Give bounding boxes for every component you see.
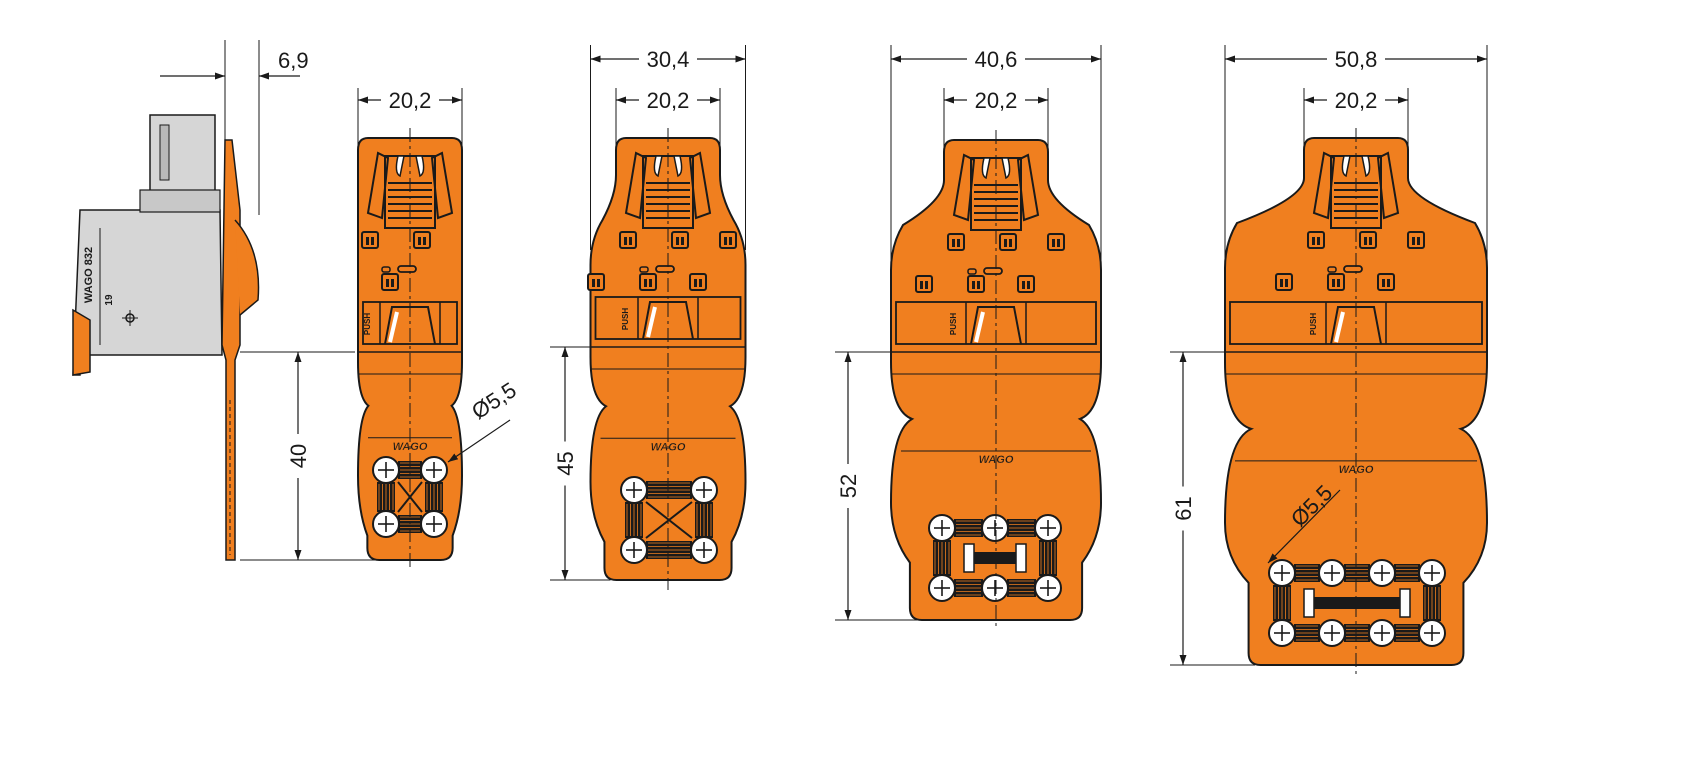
plate-2-height-dim-text: 45 bbox=[553, 451, 578, 475]
svg-text:PUSH: PUSH bbox=[621, 308, 630, 330]
screw-hole bbox=[420, 456, 448, 484]
svg-text:WAGO: WAGO bbox=[1339, 464, 1374, 476]
screw-hole bbox=[420, 510, 448, 538]
screw-hole bbox=[1034, 514, 1062, 542]
dim-offset-label: 6,9 bbox=[278, 48, 309, 73]
plate-2-total-dim: 30,4 bbox=[590, 45, 746, 73]
plate-1-hole-dim-text: Ø5,5 bbox=[467, 377, 521, 424]
svg-text:PUSH: PUSH bbox=[1309, 313, 1318, 335]
plate-4: PUSH WAGO bbox=[1223, 128, 1489, 675]
plate-3-width-dim: 20,2 bbox=[944, 86, 1048, 114]
screw-hole bbox=[1268, 559, 1296, 587]
housing-label: WAGO 832 bbox=[83, 247, 95, 303]
plate-1-width-dim-text: 20,2 bbox=[389, 88, 432, 113]
plate-4-height-dim: 61 bbox=[1169, 352, 1197, 665]
dim-height-label: 40 bbox=[286, 444, 311, 468]
plate-2-width-dim: 20,2 bbox=[616, 86, 720, 114]
plate-4-height-dim-text: 61 bbox=[1171, 496, 1196, 520]
plate-4-width-dim-text: 20,2 bbox=[1335, 88, 1378, 113]
screw-hole bbox=[690, 476, 718, 504]
screw-hole bbox=[928, 574, 956, 602]
screw-hole bbox=[1418, 559, 1446, 587]
housing-side bbox=[72, 209, 223, 376]
screw-hole bbox=[372, 456, 400, 484]
plate-4-total-dim-text: 50,8 bbox=[1335, 47, 1378, 72]
plate-2-total-dim-text: 30,4 bbox=[647, 47, 690, 72]
screw-hole bbox=[372, 510, 400, 538]
screw-hole bbox=[1268, 619, 1296, 647]
side-view: WAGO 832 19 6,9 40 bbox=[72, 40, 405, 561]
svg-text:PUSH: PUSH bbox=[363, 313, 372, 335]
plate-3-height-dim: 52 bbox=[834, 352, 862, 620]
screw-hole bbox=[1418, 619, 1446, 647]
plate-3-width-dim-text: 20,2 bbox=[975, 88, 1018, 113]
screw-hole bbox=[1318, 559, 1346, 587]
screw-hole bbox=[620, 476, 648, 504]
plate-4-outline bbox=[1223, 137, 1489, 666]
plate-3-total-dim: 40,6 bbox=[891, 45, 1101, 73]
svg-text:PUSH: PUSH bbox=[949, 313, 958, 335]
plate-side bbox=[221, 139, 241, 561]
plate-1-width-dim: 20,2 bbox=[358, 86, 462, 114]
plate-2-width-dim-text: 20,2 bbox=[647, 88, 690, 113]
plate-4-width-dim: 20,2 bbox=[1304, 86, 1408, 114]
screw-hole bbox=[981, 514, 1009, 542]
screw-hole bbox=[1034, 574, 1062, 602]
screw-hole bbox=[1318, 619, 1346, 647]
housing-label-2: 19 bbox=[104, 294, 115, 306]
screw-hole bbox=[928, 514, 956, 542]
screw-hole bbox=[690, 536, 718, 564]
plate-3-total-dim-text: 40,6 bbox=[975, 47, 1018, 72]
screw-hole bbox=[1368, 619, 1396, 647]
screw-hole bbox=[620, 536, 648, 564]
plate-4-total-dim: 50,8 bbox=[1225, 45, 1487, 73]
screw-hole bbox=[981, 574, 1009, 602]
screw-hole bbox=[1368, 559, 1396, 587]
plate-3-height-dim-text: 52 bbox=[836, 474, 861, 498]
plate-2-height-dim: 45 bbox=[551, 347, 579, 580]
